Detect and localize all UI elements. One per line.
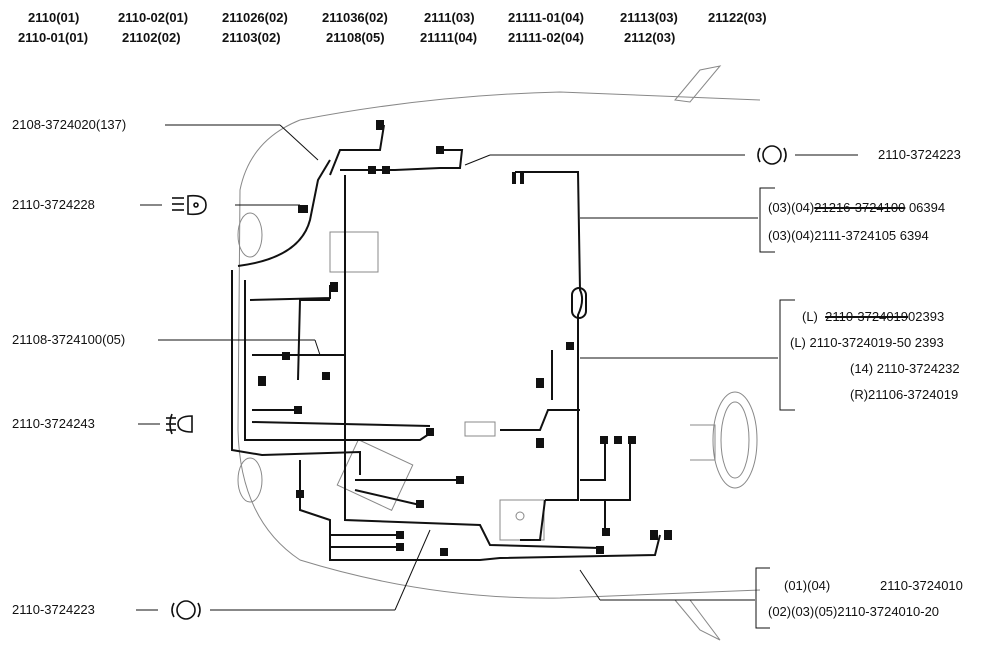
dash-harness <box>580 440 631 501</box>
model-code: 21111-01(04) <box>508 10 584 25</box>
dash-harness <box>500 409 580 431</box>
harness-grommet <box>571 287 587 319</box>
fuse-box <box>329 231 379 273</box>
part-suffix: 06394 <box>905 200 946 215</box>
model-code: 21102(02) <box>122 30 181 45</box>
variant-prefix: (L) <box>802 309 818 324</box>
model-code: 211026(02) <box>222 10 288 25</box>
windshield-wiper <box>674 65 722 103</box>
steering-wheel <box>712 391 758 489</box>
main-harness <box>249 285 331 301</box>
rear-fog-light-icon <box>166 413 193 435</box>
part-label-right: (14) 2110-3724232 <box>850 361 960 376</box>
main-harness <box>231 270 361 475</box>
model-code: 211036(02) <box>322 10 388 25</box>
part-label-right: (03)(04)21216-3724100 06394 <box>768 200 945 215</box>
model-code: 2110-01(01) <box>18 30 89 45</box>
superseded-part-number: 2110-3724019 <box>825 309 909 324</box>
main-harness <box>237 159 331 267</box>
cigarette-lighter <box>464 421 496 437</box>
main-harness <box>344 175 601 549</box>
part-label-left: 21108-3724100(05) <box>12 332 126 347</box>
windshield-wiper <box>673 599 721 641</box>
dash-harness <box>580 440 606 481</box>
main-harness <box>329 124 385 176</box>
superseded-part-number: 21216-3724100 <box>814 200 906 215</box>
part-label-right: (01)(04) <box>784 578 831 593</box>
main-harness <box>297 299 330 381</box>
headlamp-lower <box>237 457 263 503</box>
car-body-outline <box>299 91 761 121</box>
part-suffix: 02393 <box>908 309 945 324</box>
part-label-left: 2110-3724243 <box>12 416 95 431</box>
car-body-outline <box>237 119 761 599</box>
dash-harness <box>515 171 584 501</box>
part-label-right: (L) 2110-3724019-50 2393 <box>790 335 944 350</box>
part-label-right: (R)21106-3724019 <box>850 387 959 402</box>
part-label-left: 2110-3724228 <box>12 197 95 212</box>
part-label-right: (L) 2110-372401902393 <box>802 309 944 324</box>
brake-warning-icon <box>757 145 787 165</box>
part-label-right: (03)(04)2111-3724105 6394 <box>768 228 929 243</box>
part-label-right: 2110-3724010 <box>880 578 963 593</box>
main-harness <box>251 421 431 427</box>
main-harness <box>354 489 421 506</box>
main-harness <box>244 280 433 441</box>
model-code: 2112(03) <box>624 30 676 45</box>
part-label-left: 2108-3724020(137) <box>12 117 127 132</box>
model-code: 21113(03) <box>620 10 678 25</box>
variant-prefix: (03)(04) <box>768 200 815 215</box>
model-code: 21122(03) <box>708 10 767 25</box>
brake-warning-icon <box>171 600 201 620</box>
model-list: 2110(01) 2110-02(01) 211026(02) 211036(0… <box>0 10 995 50</box>
dash-harness <box>520 499 546 541</box>
model-code: 2110(01) <box>28 10 80 25</box>
model-code: 21111-02(04) <box>508 30 584 45</box>
main-harness <box>299 460 661 561</box>
relay-block <box>336 438 414 512</box>
model-code: 2110-02(01) <box>118 10 189 25</box>
headlamp-upper <box>237 212 263 258</box>
model-code: 2111(03) <box>424 10 475 25</box>
headlight-washer-icon <box>172 194 207 216</box>
model-code: 21108(05) <box>326 30 385 45</box>
part-label-right: 2110-3724223 <box>878 147 961 162</box>
model-code: 21111(04) <box>420 30 478 45</box>
part-label-right: (02)(03)(05)2110-3724010-20 <box>768 604 940 619</box>
part-label-left: 2110-3724223 <box>12 602 95 617</box>
model-code: 21103(02) <box>222 30 281 45</box>
